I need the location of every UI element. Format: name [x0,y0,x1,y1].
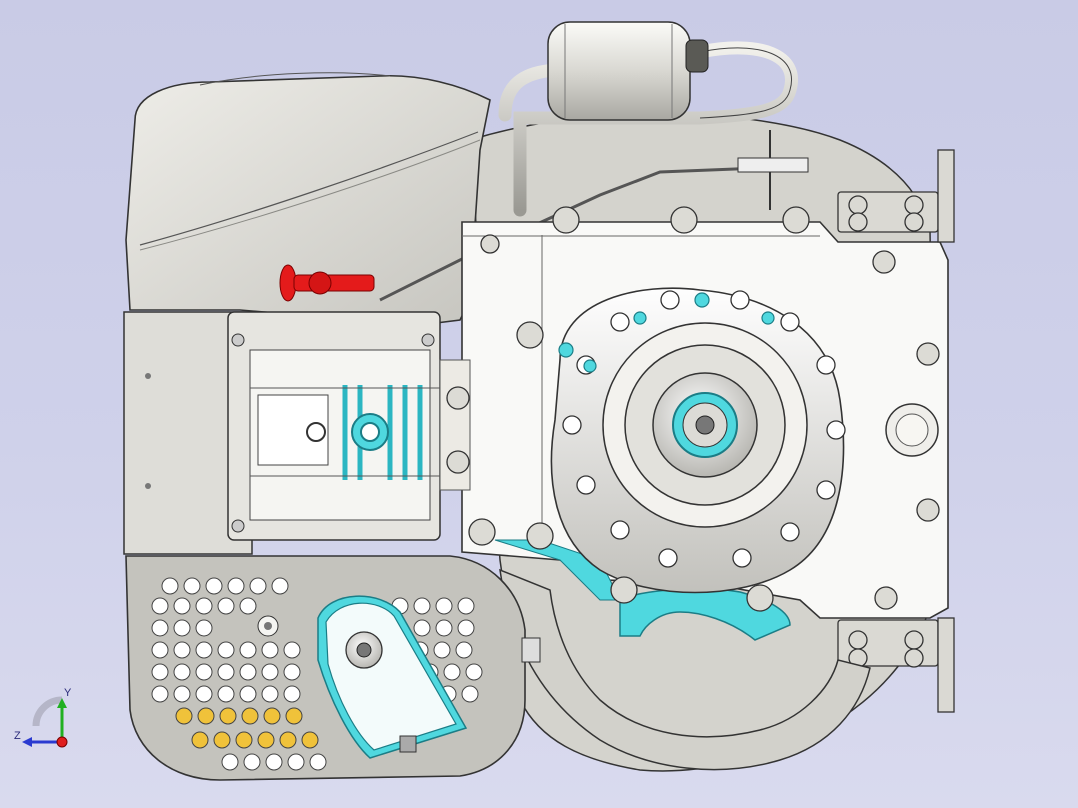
grille-hole [261,641,279,659]
triad-z-label: Z [14,730,21,742]
grille-hole [443,663,461,681]
fuel-shutoff-knob[interactable] [279,264,375,302]
grille-hole [239,663,257,681]
grille-hole [285,707,303,725]
grille-hole [217,685,235,703]
grille-hole [435,597,453,615]
orientation-triad[interactable]: Y Z [10,686,80,756]
grille-hole [261,685,279,703]
pto-flange [550,287,845,594]
grille-hole [279,731,297,749]
grille-hole [283,663,301,681]
mount-bracket-bottom [837,617,955,713]
grille-hole [227,577,245,595]
triad-y-label: Y [64,687,72,699]
grille-hole [461,685,479,703]
grille-hole [261,663,279,681]
grille-hole [301,731,319,749]
grille-hole [283,641,301,659]
grille-hole [239,641,257,659]
grille-hole [265,753,283,771]
grille-hole [249,577,267,595]
grille-hole [239,597,257,615]
z-axis-arrow [22,737,32,747]
flange-bolt-holes [562,290,846,568]
grille-hole [183,577,201,595]
engine-base [499,568,871,771]
grille-hole [173,685,191,703]
grille-hole [195,597,213,615]
grille-hole [413,619,431,637]
exhaust-bolt [521,637,541,663]
grille-hole [151,597,169,615]
grille-hole [465,663,483,681]
grille-hole [151,685,169,703]
grille-hole [217,641,235,659]
grille-hole [217,663,235,681]
fuel-filter [547,21,709,121]
flange-cyan-holes [558,292,775,373]
exhaust-outlet-plate [317,595,468,759]
grille-hole [257,731,275,749]
grille-hole [195,685,213,703]
grille-hole [173,663,191,681]
grille-hole [435,619,453,637]
grille-hole [283,685,301,703]
grille-hole [173,597,191,615]
grille-hole [195,641,213,659]
grille-hole [161,577,179,595]
grille-hole [195,663,213,681]
grille-hole [151,641,169,659]
grille-hole [173,619,191,637]
grille-hole [219,707,237,725]
grille-hole [457,597,475,615]
mount-bracket-top [837,149,955,243]
grille-hole [151,663,169,681]
grille-hole [175,707,193,725]
grille-hole [197,707,215,725]
grille-hole [457,619,475,637]
grille-hole [195,619,213,637]
grille-hole [243,753,261,771]
grille-hole [221,753,239,771]
grille-hole [433,641,451,659]
triad-origin [56,736,68,748]
grille-hole [309,753,327,771]
grille-hole [191,731,209,749]
grille-hole [455,641,473,659]
grille-hole [271,577,289,595]
grille-hole [413,597,431,615]
grille-hole [239,685,257,703]
grille-hole [151,619,169,637]
y-axis-arrow [57,698,67,708]
grille-hole [217,597,235,615]
grille-hole [173,641,191,659]
grille-hole [241,707,259,725]
grille-hole [213,731,231,749]
governor-linkage [737,130,809,210]
hex-bolts [446,206,940,612]
grille-hole [235,731,253,749]
grille-hole [205,577,223,595]
grille-hole [263,707,281,725]
grille-hole [287,753,305,771]
